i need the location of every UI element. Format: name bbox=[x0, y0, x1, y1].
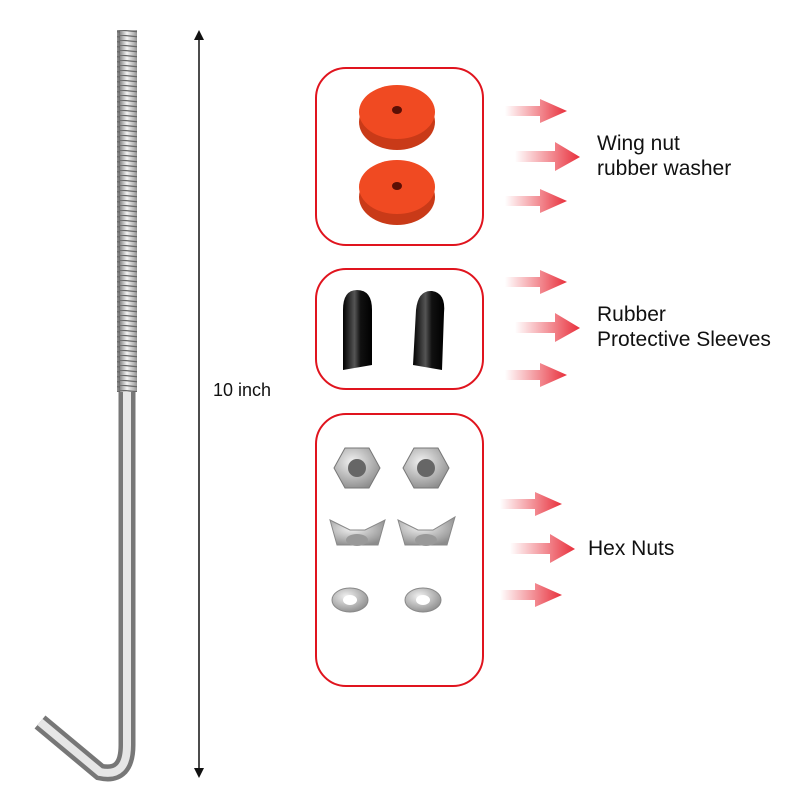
wing-nuts bbox=[329, 515, 456, 546]
j-bolt bbox=[34, 30, 137, 782]
sleeve-frame bbox=[315, 268, 484, 390]
washer-frame bbox=[315, 67, 484, 246]
pointer-arrows bbox=[500, 99, 580, 607]
hex-nuts bbox=[333, 447, 450, 489]
flat-washers bbox=[331, 587, 442, 613]
washer-label-line1: Wing nut bbox=[597, 132, 680, 155]
nut-label: Hex Nuts bbox=[588, 537, 675, 560]
sleeve-label-line1: Rubber bbox=[597, 303, 666, 326]
threaded-section bbox=[117, 30, 137, 392]
dimension-line bbox=[194, 30, 204, 778]
rubber-sleeves bbox=[343, 290, 445, 370]
dimension-label: 10 inch bbox=[213, 380, 272, 400]
rubber-washers bbox=[359, 85, 435, 225]
sleeve-label-line2: Protective Sleeves bbox=[597, 328, 771, 351]
nut-frame bbox=[315, 413, 484, 687]
washer-label-line2: rubber washer bbox=[597, 157, 732, 180]
